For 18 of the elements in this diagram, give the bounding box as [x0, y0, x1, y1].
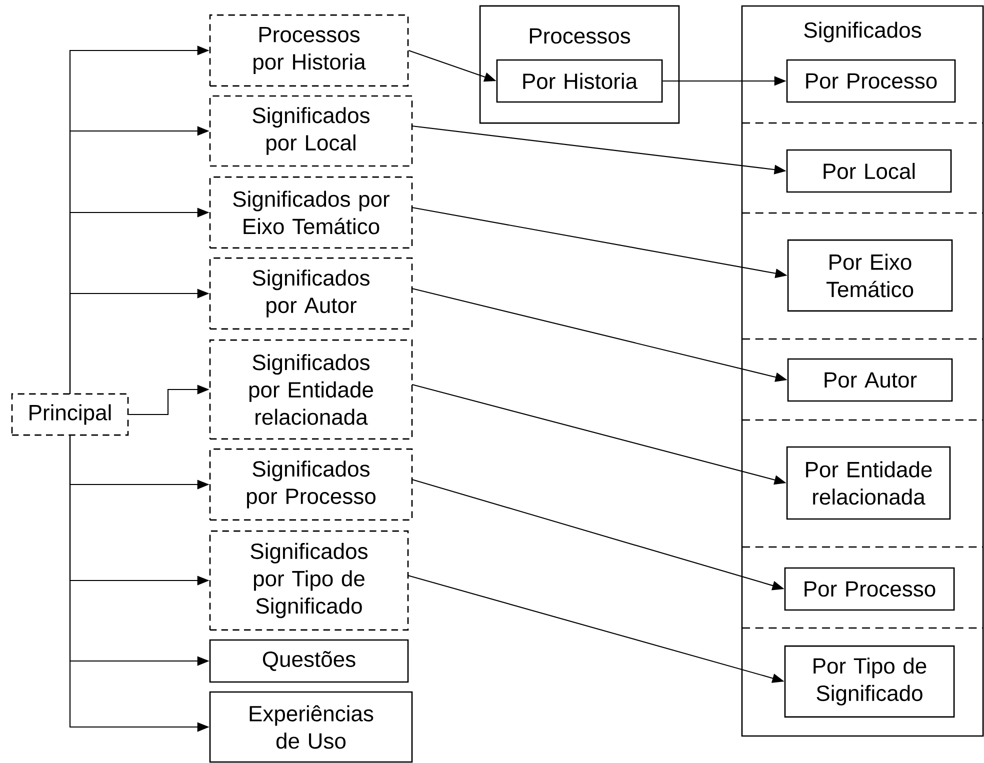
dashed-box: Significados por Autor — [209, 257, 413, 330]
dashed-box: Processos por Historia — [209, 14, 409, 87]
process-box: Por Tipo de Significado — [784, 645, 955, 718]
process-box: Por Local — [786, 149, 952, 193]
process-box: Questões — [209, 639, 409, 683]
dashed-box: Significados por Processo — [209, 448, 413, 521]
dashed-box: Significados por Entidade relacionada — [209, 339, 413, 440]
process-box: Por Entidade relacionada — [786, 446, 951, 520]
process-box: Por Autor — [787, 358, 953, 402]
dashed-box: Principal — [11, 393, 129, 436]
process-box: Por Processo — [784, 567, 955, 611]
dashed-box: Significados por Eixo Temático — [209, 176, 413, 249]
dashed-box: Significados por Local — [209, 95, 413, 167]
process-box: Por Eixo Temático — [787, 239, 953, 312]
process-box: Por Processo — [786, 59, 956, 103]
process-box: Experiências de Uso — [209, 691, 413, 763]
dashed-box: Significados por Tipo de Significado — [209, 530, 409, 631]
process-box: Por Historia — [496, 59, 663, 103]
